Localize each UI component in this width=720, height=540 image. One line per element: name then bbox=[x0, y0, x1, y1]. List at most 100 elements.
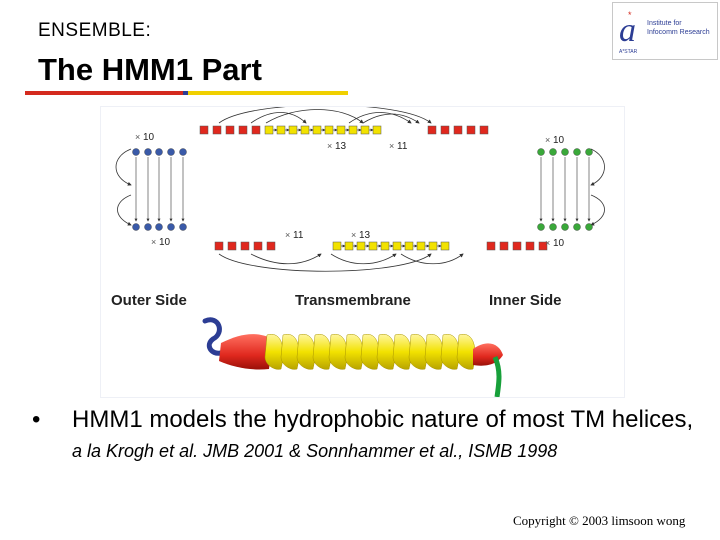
helix-coil bbox=[360, 333, 380, 370]
state-inner-loop bbox=[561, 223, 569, 231]
svg-text:×: × bbox=[285, 230, 290, 240]
state-outer-loop bbox=[179, 148, 187, 156]
state-top-outer bbox=[251, 125, 261, 135]
state-top-inner bbox=[427, 125, 437, 135]
state-top-helix bbox=[312, 125, 322, 135]
state-top-inner bbox=[453, 125, 463, 135]
count-top-mid: 13 bbox=[335, 141, 347, 152]
helix-coil bbox=[280, 333, 300, 370]
helix-coil bbox=[264, 333, 284, 370]
state-outer-loop bbox=[167, 223, 175, 231]
slide-subtitle: ENSEMBLE: bbox=[38, 20, 152, 41]
institute-logo: a * Institute for Infocomm Research A*ST… bbox=[612, 2, 718, 60]
state-bottom-outer bbox=[227, 241, 237, 251]
helix-coil bbox=[424, 333, 444, 370]
helix-coil bbox=[440, 333, 460, 370]
count-top-left: 10 bbox=[143, 132, 155, 143]
state-bottom-outer bbox=[214, 241, 224, 251]
state-top-outer bbox=[212, 125, 222, 135]
state-bottom-inner bbox=[499, 241, 509, 251]
state-bottom-helix bbox=[416, 241, 426, 251]
count-bottom-mid-left: 11 bbox=[293, 230, 304, 241]
state-top-helix bbox=[360, 125, 370, 135]
state-inner-loop bbox=[561, 148, 569, 156]
helix-structure-image bbox=[202, 317, 503, 398]
hmm-architecture-figure: 10 13 11 10 10 11 13 10 × × × × × × × × … bbox=[101, 104, 624, 398]
state-bottom-outer bbox=[266, 241, 276, 251]
state-top-helix bbox=[336, 125, 346, 135]
state-top-inner bbox=[479, 125, 489, 135]
state-inner-loop bbox=[573, 223, 581, 231]
count-top-right-mid: 11 bbox=[397, 141, 408, 152]
state-outer-loop bbox=[179, 223, 187, 231]
state-outer-loop bbox=[155, 223, 163, 231]
state-inner-loop bbox=[573, 148, 581, 156]
logo-text-line-1: Institute for bbox=[647, 20, 682, 27]
state-top-helix bbox=[348, 125, 358, 135]
svg-text:×: × bbox=[545, 238, 550, 248]
slide-title: The HMM1 Part bbox=[38, 52, 262, 87]
state-inner-loop bbox=[549, 223, 557, 231]
label-outer-side: Outer Side bbox=[111, 292, 187, 309]
state-top-helix bbox=[300, 125, 310, 135]
helix-coil bbox=[312, 333, 332, 370]
state-outer-loop bbox=[144, 148, 152, 156]
state-inner-loop bbox=[549, 148, 557, 156]
state-top-outer bbox=[199, 125, 209, 135]
bullet-main-text: HMM1 models the hydrophobic nature of mo… bbox=[72, 406, 694, 433]
hmm-states bbox=[132, 125, 593, 251]
helix-coil bbox=[376, 333, 396, 370]
helix-coil bbox=[456, 333, 476, 370]
state-outer-loop bbox=[167, 148, 175, 156]
logo-small-text: A*STAR bbox=[619, 49, 638, 55]
state-bottom-helix bbox=[332, 241, 342, 251]
svg-text:×: × bbox=[327, 141, 332, 151]
state-top-helix bbox=[324, 125, 334, 135]
helix-coil bbox=[344, 333, 364, 370]
state-top-helix bbox=[372, 125, 382, 135]
label-inner-side: Inner Side bbox=[489, 292, 562, 309]
helix-coil bbox=[392, 333, 412, 370]
svg-text:×: × bbox=[151, 237, 156, 247]
state-inner-loop bbox=[585, 223, 593, 231]
state-bottom-helix bbox=[368, 241, 378, 251]
state-top-helix bbox=[288, 125, 298, 135]
state-top-helix bbox=[276, 125, 286, 135]
state-top-outer bbox=[225, 125, 235, 135]
state-top-outer bbox=[238, 125, 248, 135]
state-bottom-helix bbox=[440, 241, 450, 251]
state-inner-loop bbox=[537, 148, 545, 156]
state-bottom-helix bbox=[380, 241, 390, 251]
loop-arcs bbox=[115, 104, 605, 272]
title-rule-blue bbox=[183, 91, 188, 95]
bullet-reference: a la Krogh et al. JMB 2001 & Sonnhammer … bbox=[72, 441, 558, 461]
state-outer-loop bbox=[155, 148, 163, 156]
state-inner-loop bbox=[537, 223, 545, 231]
count-bottom-right: 10 bbox=[553, 238, 565, 249]
logo-text-line-2: Infocomm Research bbox=[647, 29, 710, 36]
state-outer-loop bbox=[132, 148, 140, 156]
count-bottom-mid: 13 bbox=[359, 230, 371, 241]
title-rule-yellow bbox=[188, 91, 348, 95]
svg-text:×: × bbox=[135, 132, 140, 142]
svg-text:*: * bbox=[628, 10, 632, 20]
state-top-inner bbox=[466, 125, 476, 135]
state-top-inner bbox=[440, 125, 450, 135]
bullet-point: • HMM1 models the hydrophobic nature of … bbox=[32, 405, 702, 466]
state-bottom-helix bbox=[356, 241, 366, 251]
state-outer-loop bbox=[144, 223, 152, 231]
title-rule-red bbox=[25, 91, 183, 95]
state-bottom-helix bbox=[428, 241, 438, 251]
state-bottom-helix bbox=[392, 241, 402, 251]
column-links bbox=[134, 128, 591, 248]
helix-coil bbox=[296, 333, 316, 370]
svg-text:×: × bbox=[389, 141, 394, 151]
copyright-notice: Copyright © 2003 limsoon wong bbox=[513, 513, 686, 528]
state-bottom-outer bbox=[240, 241, 250, 251]
label-transmembrane: Transmembrane bbox=[295, 292, 411, 309]
svg-text:×: × bbox=[351, 230, 356, 240]
state-inner-loop bbox=[585, 148, 593, 156]
count-top-right: 10 bbox=[553, 135, 565, 146]
state-bottom-helix bbox=[404, 241, 414, 251]
helix-coil bbox=[408, 333, 428, 370]
